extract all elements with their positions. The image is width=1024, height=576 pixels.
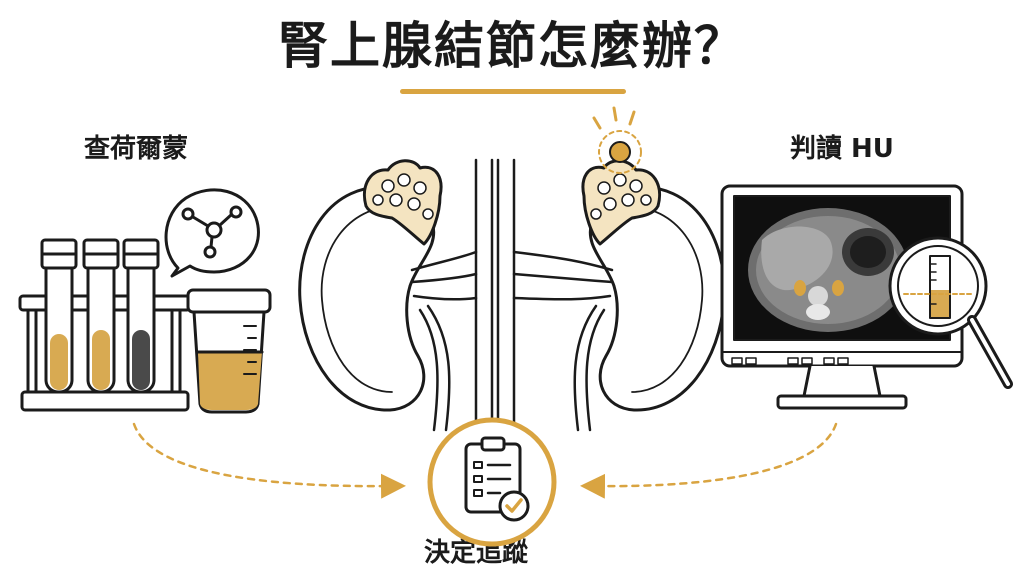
left-flow-arrow: [132, 422, 406, 499]
right-adrenal-gland-icon: [581, 159, 661, 246]
adrenal-nodule-icon: [592, 106, 642, 174]
great-vessels-icon: [474, 158, 516, 432]
clipboard-checklist-icon: [427, 417, 557, 547]
ct-scan-image-icon: [748, 208, 908, 332]
molecule-speech-bubble-icon: [164, 188, 260, 278]
title-underline: [400, 89, 626, 94]
right-kidney-icon: [512, 185, 726, 432]
right-flow-arrow: [580, 422, 838, 499]
test-tube-icon: [122, 238, 160, 394]
left-adrenal-gland-icon: [363, 159, 443, 246]
hu-reading-label: 判讀 HU: [790, 134, 894, 164]
ct-monitor-magnifier-icon: [720, 184, 1013, 410]
test-tube-icon: [82, 238, 120, 394]
page-title: 腎上腺結節怎麼辦？: [278, 17, 746, 75]
left-kidney-icon: [298, 185, 478, 432]
kidneys-with-adrenal-nodule-icon: [298, 106, 726, 432]
urine-cup-icon: [186, 288, 272, 414]
test-tubes-and-urine-cup-icon: [18, 188, 272, 414]
magnifier-icon: [888, 236, 1013, 389]
hormone-test-label: 查荷爾蒙: [84, 134, 189, 164]
test-tube-icon: [40, 238, 78, 394]
flow-arrows: [132, 422, 838, 499]
